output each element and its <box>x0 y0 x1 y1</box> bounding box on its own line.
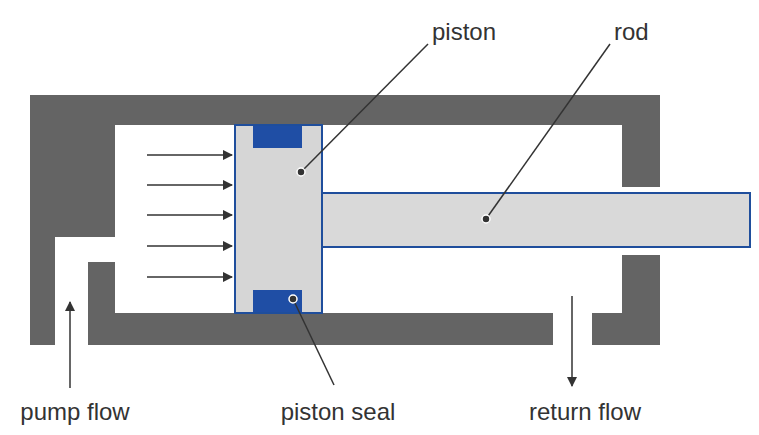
pressure-arrow <box>147 214 232 216</box>
housing-bottom-wall <box>88 313 553 345</box>
leader-line <box>301 44 428 172</box>
pump-flow-arrow <box>69 302 71 388</box>
part-label: piston <box>432 20 496 44</box>
housing-top-wall <box>30 95 660 125</box>
leader-dot <box>289 295 297 303</box>
return-flow-arrow <box>571 296 573 386</box>
leader-dots <box>289 168 490 303</box>
housing-left-wall <box>30 95 115 237</box>
housing-right-wall-lower <box>622 255 660 345</box>
part-label: rod <box>614 20 649 44</box>
housing-right-wall-upper <box>622 95 660 187</box>
pressure-arrow <box>147 184 232 186</box>
pressure-arrow <box>147 154 232 156</box>
pressure-arrow <box>147 245 232 247</box>
pressure-arrow <box>147 276 232 278</box>
pressure-arrows <box>147 155 232 277</box>
leader-line <box>293 299 334 385</box>
piston <box>235 125 322 313</box>
piston-seal-bottom <box>253 290 302 312</box>
part-label: piston seal <box>281 400 396 424</box>
leader-dot <box>297 168 305 176</box>
leader-line <box>486 44 610 219</box>
piston-seal-top <box>253 126 302 148</box>
leader-lines <box>293 44 610 385</box>
piston-rod <box>322 193 750 247</box>
part-label: return flow <box>529 400 641 424</box>
housing-left-port-wall <box>30 237 55 345</box>
leader-dot <box>482 215 490 223</box>
part-label: pump flow <box>20 400 129 424</box>
